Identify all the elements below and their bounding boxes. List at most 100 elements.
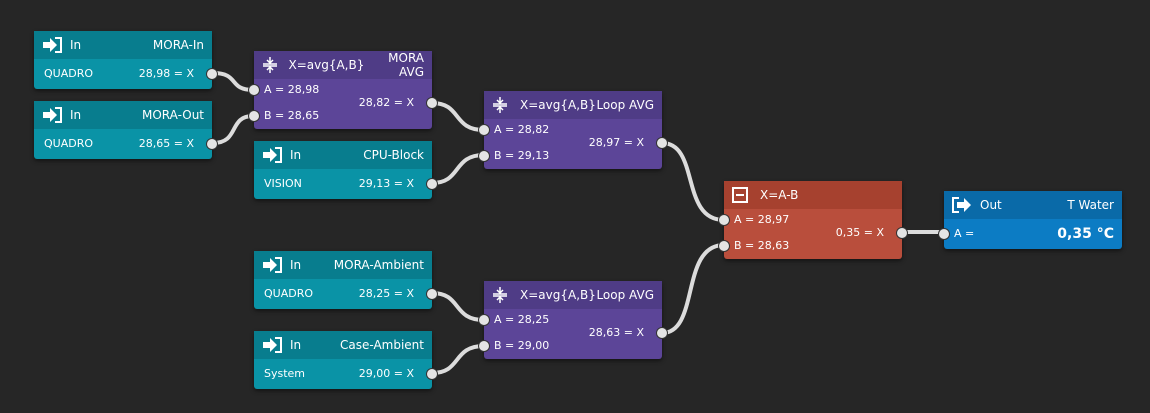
node-mora-in[interactable]: In MORA-In QUADRO 28,98 = X (34, 31, 217, 89)
input-port-b[interactable] (249, 111, 259, 121)
node-output-t-water[interactable]: Out T Water A = 0,35 °C (939, 191, 1122, 249)
node-title: Case-Ambient (340, 338, 424, 352)
output-port[interactable] (657, 138, 667, 148)
output-port[interactable] (427, 98, 437, 108)
wire-mora-out-to-avg-b (211, 114, 255, 145)
output-value: 29,13 = X (358, 177, 414, 190)
node-title: CPU-Block (363, 148, 424, 162)
wire-case-to-loop2-b (430, 344, 486, 375)
input-b-value: B = 28,63 (734, 239, 790, 252)
node-header: Out T Water (944, 191, 1122, 219)
node-header: In MORA-In (34, 31, 212, 59)
node-subtract[interactable]: X=A-B A = 28,97 0,35 = X B = 28,63 (719, 181, 907, 259)
node-header: X=avg{A,B} Loop AVG (484, 281, 662, 309)
input-a-value: A = 28,98 (264, 83, 320, 96)
node-loop-avg-2[interactable]: X=avg{A,B} Loop AVG A = 28,25 28,63 = X … (479, 281, 667, 359)
wire-mora-in-to-avg-a (211, 71, 255, 92)
output-arrow-icon (952, 197, 972, 213)
input-port-a[interactable] (479, 125, 489, 135)
sensor-label: System (264, 367, 306, 380)
output-value: 28,65 = X (138, 137, 194, 150)
output-port[interactable] (427, 369, 437, 379)
wire-mora-avg-to-loop-a (430, 101, 486, 132)
wire-cpu-to-loop-b (430, 153, 486, 185)
node-title: MORA AVG (388, 51, 424, 79)
node-header: In CPU-Block (254, 141, 432, 169)
input-port-b[interactable] (479, 151, 489, 161)
node-kind: In (70, 108, 82, 122)
input-b-value: B = 29,00 (494, 339, 550, 352)
input-port-b[interactable] (719, 241, 729, 251)
output-value: 0,35 = X (835, 226, 884, 239)
wire-ambient-to-loop2-a (430, 291, 486, 322)
input-port-a[interactable] (939, 229, 949, 239)
output-port[interactable] (657, 328, 667, 338)
node-header: X=avg{A,B} MORA AVG (254, 51, 432, 79)
node-mora-out[interactable]: In MORA-Out QUADRO 28,65 = X (34, 101, 217, 159)
node-mora-ambient[interactable]: In MORA-Ambient QUADRO 28,25 = X (254, 251, 437, 309)
input-b-value: B = 28,65 (264, 109, 320, 122)
output-port[interactable] (207, 139, 217, 149)
input-a-value: A = 28,25 (494, 313, 550, 326)
formula-label: X=avg{A,B} (520, 98, 596, 112)
average-icon (492, 287, 512, 303)
output-port[interactable] (427, 179, 437, 189)
minus-box-icon (732, 187, 752, 203)
node-kind: In (290, 258, 302, 272)
output-reading: 0,35 °C (1057, 226, 1114, 242)
node-title: T Water (1067, 198, 1114, 212)
output-value: 28,82 = X (358, 96, 414, 109)
node-kind: In (290, 148, 302, 162)
node-title: MORA-Out (141, 108, 204, 122)
node-case-ambient[interactable]: In Case-Ambient System 29,00 = X (254, 331, 437, 389)
output-value: 28,25 = X (358, 287, 414, 300)
node-kind: In (70, 38, 82, 52)
input-b-value: B = 29,13 (494, 149, 550, 162)
output-value: 28,63 = X (588, 326, 644, 339)
average-icon (262, 57, 280, 73)
node-mora-avg[interactable]: X=avg{A,B} MORA AVG A = 28,98 28,82 = X … (249, 51, 437, 129)
node-loop-avg-1[interactable]: X=avg{A,B} Loop AVG A = 28,82 28,97 = X … (479, 91, 667, 169)
output-value: 29,00 = X (358, 367, 414, 380)
formula-label: X=avg{A,B} (520, 288, 596, 302)
input-a-value: A = 28,82 (494, 123, 550, 136)
node-header: In Case-Ambient (254, 331, 432, 359)
node-title: MORA-Ambient (333, 258, 424, 272)
node-header: X=A-B (724, 181, 902, 209)
input-arrow-icon (262, 147, 282, 163)
node-kind: In (290, 338, 302, 352)
sensor-label: VISION (264, 177, 302, 190)
output-port[interactable] (427, 289, 437, 299)
input-a-label: A = (954, 227, 975, 240)
output-port[interactable] (207, 69, 217, 79)
node-header: In MORA-Ambient (254, 251, 432, 279)
average-icon (492, 97, 512, 113)
node-title: Loop AVG (596, 288, 654, 302)
output-port[interactable] (897, 228, 907, 238)
node-kind: Out (980, 198, 1002, 212)
formula-label: X=avg{A,B} (288, 58, 365, 72)
input-arrow-icon (262, 257, 282, 273)
node-header: In MORA-Out (34, 101, 212, 129)
input-arrow-icon (262, 337, 282, 353)
input-port-a[interactable] (249, 85, 259, 95)
input-port-a[interactable] (719, 215, 729, 225)
wire-loop2-to-sub-b (660, 243, 726, 335)
node-title: MORA-In (152, 38, 204, 52)
sensor-label: QUADRO (264, 287, 314, 300)
wire-loop1-to-sub-a (660, 141, 726, 222)
input-port-b[interactable] (479, 341, 489, 351)
sensor-label: QUADRO (44, 67, 94, 80)
input-a-value: A = 28,97 (734, 213, 790, 226)
output-value: 28,98 = X (138, 67, 194, 80)
node-header: X=avg{A,B} Loop AVG (484, 91, 662, 119)
output-value: 28,97 = X (588, 136, 644, 149)
node-title: Loop AVG (596, 98, 654, 112)
node-cpu-block[interactable]: In CPU-Block VISION 29,13 = X (254, 141, 437, 199)
formula-label: X=A-B (760, 188, 799, 202)
input-port-a[interactable] (479, 315, 489, 325)
input-arrow-icon (42, 107, 62, 123)
input-arrow-icon (42, 37, 62, 53)
sensor-label: QUADRO (44, 137, 94, 150)
